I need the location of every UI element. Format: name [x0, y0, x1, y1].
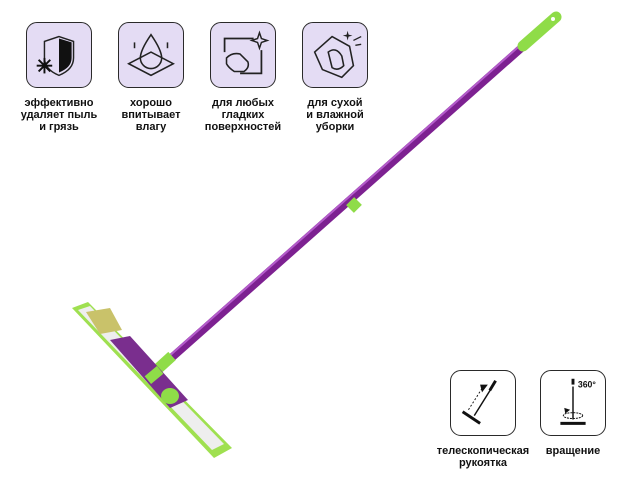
rotation-badge: 360°	[578, 379, 597, 389]
property-label: вращение	[545, 445, 601, 457]
property-rotation: 360° вращение	[518, 370, 628, 457]
feature-label: хорошо впитывает влагу	[121, 97, 181, 133]
feature-label: для любых гладких поверхностей	[204, 97, 282, 133]
feature-absorbs-moisture: хорошо впитывает влагу	[96, 22, 206, 133]
rotation-icon: 360°	[540, 370, 606, 436]
feature-label: эффективно удаляет пыль и грязь	[20, 97, 98, 133]
telescopic-handle-icon	[450, 370, 516, 436]
property-telescopic-handle: телескопическая рукоятка	[428, 370, 538, 469]
hand-cloth-icon	[302, 22, 368, 88]
shield-dust-icon	[26, 22, 92, 88]
feature-dust-removal: эффективно удаляет пыль и грязь	[4, 22, 114, 133]
feature-smooth-surfaces: для любых гладких поверхностей	[188, 22, 298, 133]
water-drop-icon	[118, 22, 184, 88]
feature-label: для сухой и влажной уборки	[306, 97, 364, 133]
hand-wipe-surface-icon	[210, 22, 276, 88]
feature-dry-wet-cleaning: для сухой и влажной уборки	[280, 22, 390, 133]
property-label: телескопическая рукоятка	[436, 445, 530, 469]
